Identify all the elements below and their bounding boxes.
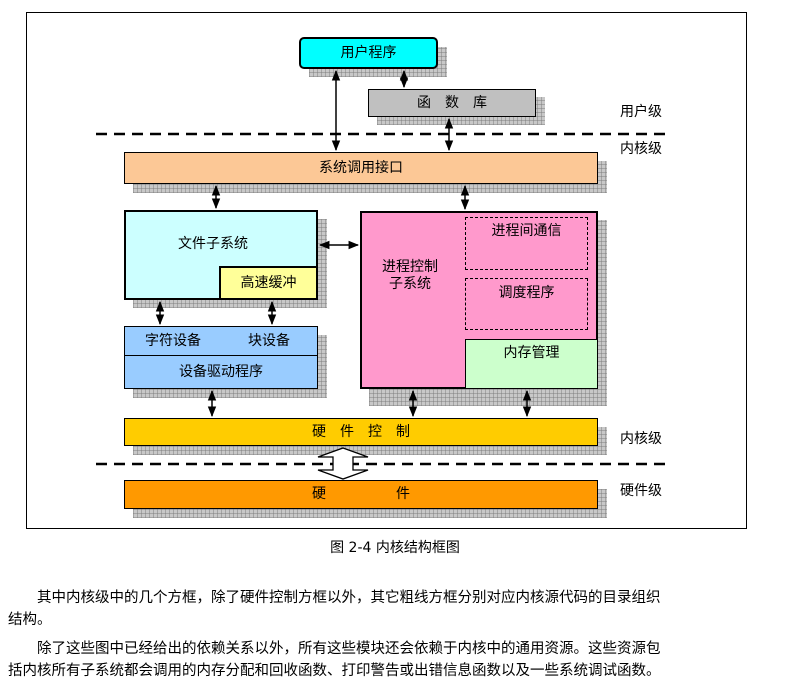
scheduler-box: 调度程序 — [465, 278, 588, 330]
user-program-label: 用户程序 — [340, 44, 397, 61]
device-driver-box: 设备驱动程序 — [124, 355, 318, 389]
buffer-cache-label: 高速缓冲 — [240, 274, 297, 291]
figure-caption: 图 2-4 内核结构框图 — [330, 540, 460, 556]
body-paragraph-2-line-1: 除了这些图中已经给出的依赖关系以外，所有这些模块还会依赖于内核中的通用资源。这些… — [8, 641, 661, 657]
hardware-box: 硬 件 — [124, 480, 598, 509]
level-label-user: 用户级 — [620, 104, 662, 120]
body-paragraph-1-line-1: 其中内核级中的几个方框，除了硬件控制方框以外，其它粗线方框分别对应内核源代码的目… — [8, 590, 661, 606]
level-label-kernel-bottom: 内核级 — [620, 431, 662, 447]
user-program-box: 用户程序 — [299, 37, 438, 69]
buffer-cache-box: 高速缓冲 — [219, 266, 318, 300]
char-device-box: 字符设备 — [124, 326, 222, 357]
scheduler-label: 调度程序 — [498, 285, 555, 301]
block-device-label: 块设备 — [248, 333, 290, 350]
level-label-hardware: 硬件级 — [620, 483, 662, 499]
function-library-box: 函 数 库 — [368, 89, 536, 117]
memory-management-box: 内存管理 — [465, 339, 598, 389]
function-library-label: 函 数 库 — [417, 94, 487, 111]
ipc-label: 进程间通信 — [491, 223, 562, 239]
hardware-control-box: 硬 件 控 制 — [124, 418, 598, 446]
memory-management-label: 内存管理 — [503, 345, 560, 361]
syscall-interface-label: 系统调用接口 — [319, 159, 403, 176]
file-subsystem-label: 文件子系统 — [178, 236, 248, 252]
hollow-double-arrow — [317, 447, 369, 480]
hardware-control-label: 硬 件 控 制 — [312, 423, 410, 440]
char-device-label: 字符设备 — [145, 333, 201, 350]
body-paragraph-2-line-2: 括内核所有子系统都会调用的内存分配和回收函数、打印警告或出错信息函数以及一些系统… — [8, 663, 661, 679]
hardware-label: 硬 件 — [312, 486, 410, 503]
body-paragraph-1-line-2: 结构。 — [8, 612, 52, 628]
device-driver-label: 设备驱动程序 — [179, 363, 263, 380]
syscall-interface-box: 系统调用接口 — [124, 152, 598, 184]
process-control-label: 进程控制 子系统 — [382, 259, 438, 292]
ipc-box: 进程间通信 — [465, 217, 588, 270]
level-label-kernel-top: 内核级 — [620, 141, 662, 157]
